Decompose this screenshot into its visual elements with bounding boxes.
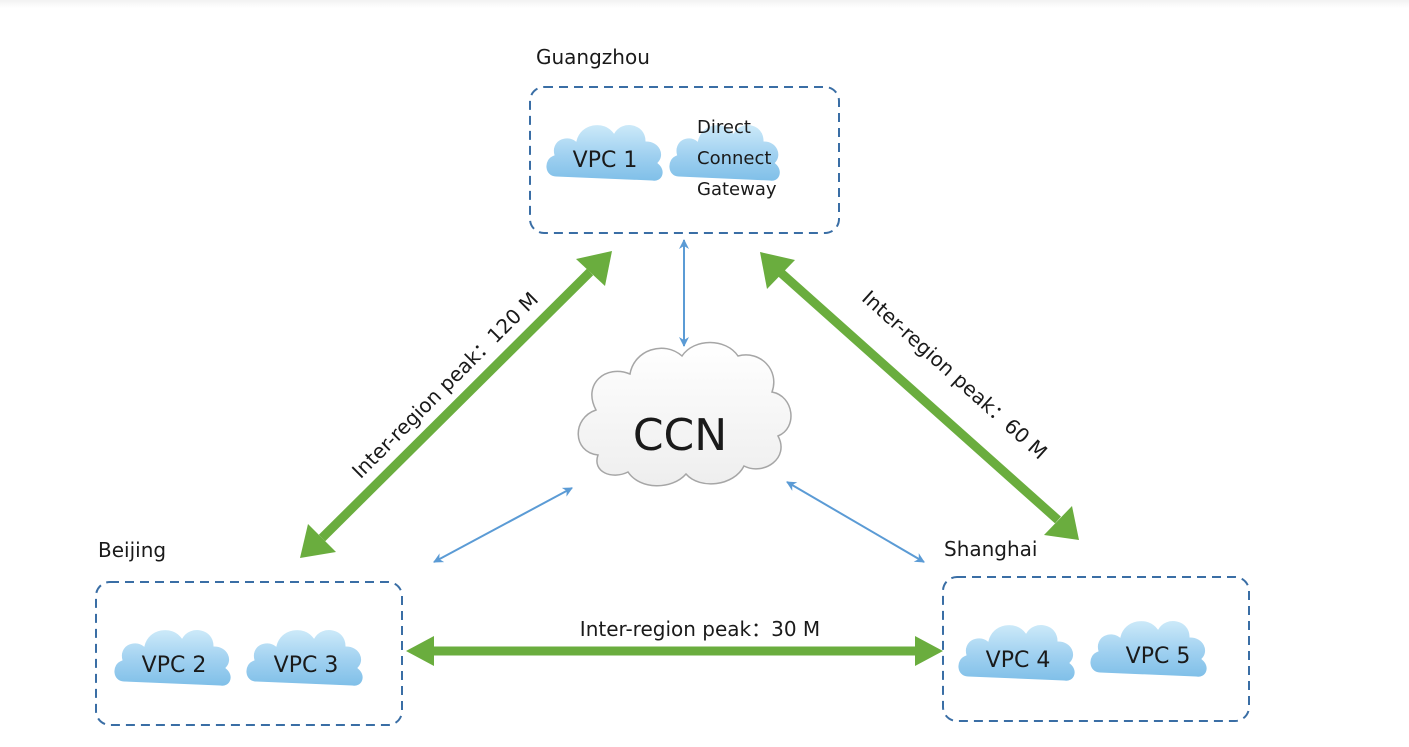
vpc-1-label: VPC 1 [573,148,638,173]
peak-arrow-beijing-guangzhou [300,251,612,558]
peak-label-beijing-shanghai: Inter-region peak：30 M [580,617,820,641]
gateway-label-line-1: Direct [697,117,751,138]
vpc-5-label: VPC 5 [1126,644,1191,669]
peak-label-guangzhou-shanghai: Inter-region peak：60 M [857,285,1052,464]
region-box-shanghai [942,576,1250,722]
vpc-3-label: VPC 3 [274,653,339,678]
vpc-4-label: VPC 4 [986,648,1051,673]
ccn-link-shanghai [786,481,925,563]
gateway-label-line-3: Gateway [697,179,777,200]
ccn-label: CCN [633,410,727,461]
region-box-guangzhou [529,86,840,234]
vpc-2-label: VPC 2 [142,653,207,678]
region-label-guangzhou: Guangzhou [536,45,650,69]
ccn-cloud-icon [577,341,792,487]
peak-arrow-beijing-shanghai [406,636,943,666]
peak-label-beijing-guangzhou: Inter-region peak：120 M [347,287,543,483]
region-box-beijing [95,581,403,726]
gateway-label-line-2: Connect [697,148,771,169]
ccn-link-beijing [433,487,573,563]
top-shadow [0,0,1409,8]
region-label-shanghai: Shanghai [944,537,1038,561]
peak-arrow-guangzhou-shanghai [760,252,1079,540]
region-label-beijing: Beijing [98,538,166,562]
